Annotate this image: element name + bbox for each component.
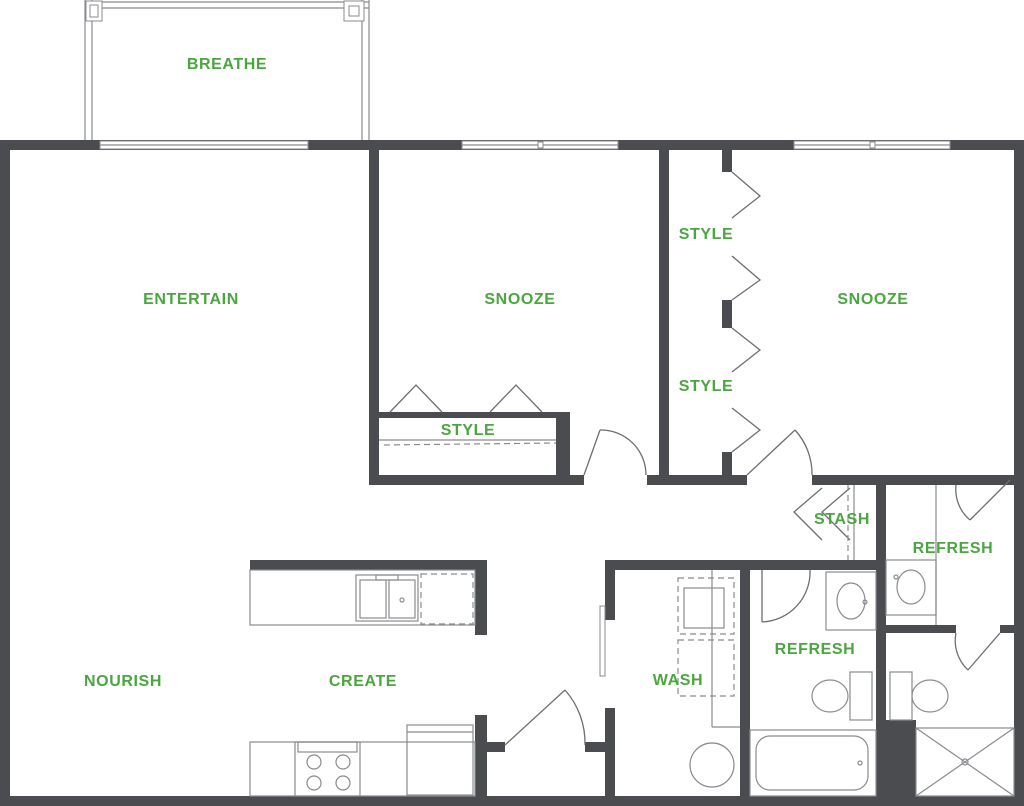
label-laundry: WASH [653, 672, 703, 689]
balcony [84, 0, 370, 142]
walls [0, 140, 1024, 806]
kitchen-fixtures [249, 569, 476, 797]
label-kitchen: CREATE [329, 673, 397, 690]
label-bath-2: REFRESH [913, 540, 994, 557]
label-closet-2-lower: STYLE [679, 378, 734, 395]
label-bath-1: REFRESH [775, 641, 856, 658]
bath-1-fixtures [749, 571, 877, 797]
label-closet-2-upper: STYLE [679, 226, 734, 243]
bath-2-fixtures [885, 559, 1015, 797]
closet-doors [379, 171, 762, 453]
label-living: ENTERTAIN [143, 291, 239, 308]
label-bedroom-2: SNOOZE [837, 291, 908, 308]
swing-doors [504, 429, 1011, 746]
label-dining: NOURISH [84, 673, 162, 690]
windows [99, 140, 951, 150]
laundry-fixtures [677, 570, 740, 788]
label-bedroom-1: SNOOZE [484, 291, 555, 308]
label-storage: STASH [814, 511, 870, 528]
label-balcony: BREATHE [187, 56, 267, 73]
room-labels: BREATHE ENTERTAIN SNOOZE SNOOZE STYLE ST… [84, 56, 993, 690]
label-closet-1: STYLE [441, 422, 496, 439]
